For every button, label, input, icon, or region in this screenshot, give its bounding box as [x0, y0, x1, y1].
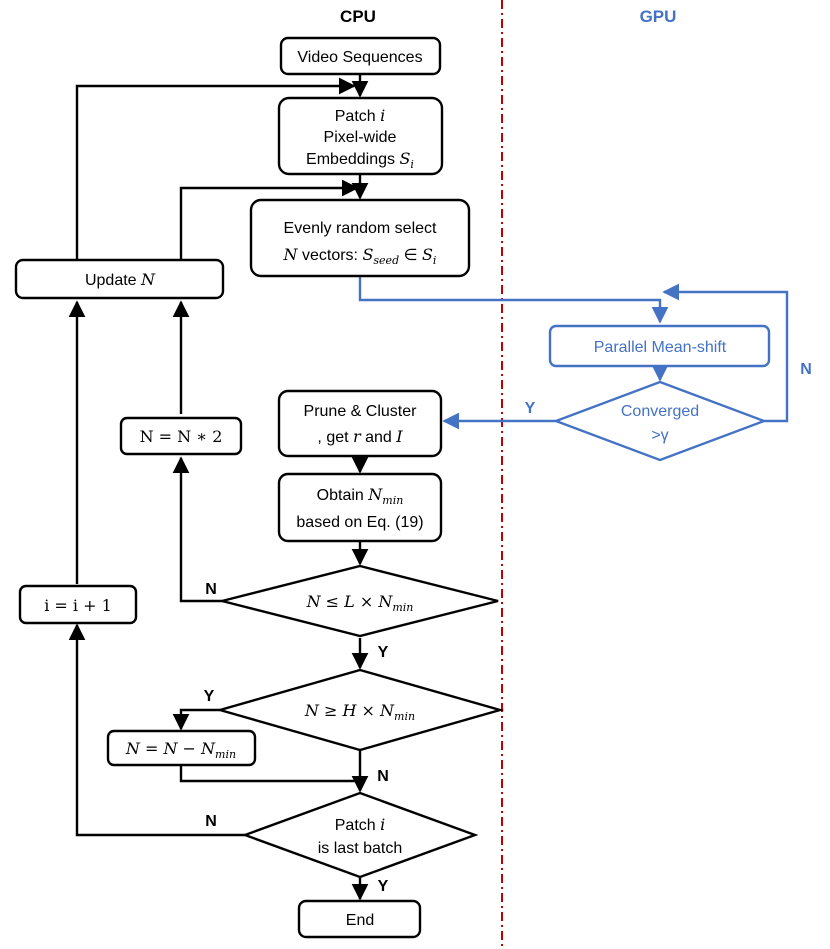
svg-text:Patch i: Patch i — [335, 815, 385, 834]
edge-reduce-merge — [179, 765, 357, 783]
edge-condl-double — [172, 456, 222, 603]
node-update-n: Update N — [14, 258, 225, 300]
node-condition-upper: N ≥ H × Nmin — [215, 668, 505, 752]
node-condition-lower: N ≤ L × Nmin — [221, 564, 499, 638]
edge-select-meanshift — [358, 276, 669, 324]
svg-text:N = N − Nmin: N = N − Nmin — [125, 739, 236, 761]
svg-text:End: End — [346, 912, 374, 929]
svg-text:Converged: Converged — [621, 403, 699, 420]
svg-text:Embeddings Si: Embeddings Si — [306, 149, 414, 171]
node-random-select: Evenly random select N vectors: Sseed ∈ … — [249, 198, 471, 278]
svg-text:i = i + 1: i = i + 1 — [44, 596, 112, 615]
node-patch-embeddings: Patch i Pixel-wide Embeddings Si — [277, 96, 444, 176]
svg-text:N ≤ L × Nmin: N ≤ L × Nmin — [306, 592, 414, 614]
svg-text:Parallel Mean-shift: Parallel Mean-shift — [594, 339, 727, 356]
svg-text:based on Eq. (19): based on Eq. (19) — [296, 514, 423, 531]
cpu-header: CPU — [340, 7, 376, 26]
node-double-n: N = N ∗ 2 — [119, 416, 243, 456]
svg-text:N ≥ H × Nmin: N ≥ H × Nmin — [304, 701, 415, 723]
svg-text:is last batch: is last batch — [318, 840, 402, 857]
edge-update-patch — [75, 77, 356, 260]
node-parallel-meanshift: Parallel Mean-shift — [548, 324, 771, 368]
svg-text:Prune & Cluster: Prune & Cluster — [304, 403, 418, 420]
svg-text:Obtain Nmin: Obtain Nmin — [317, 485, 404, 507]
label-condh-yes: Y — [204, 688, 215, 705]
label-condl-no: N — [205, 581, 217, 598]
edge-converged-loop — [662, 283, 789, 423]
svg-text:Pixel-wide: Pixel-wide — [324, 129, 397, 146]
edge-update-select — [179, 179, 359, 260]
node-end: End — [297, 899, 422, 939]
svg-text:Evenly random select: Evenly random select — [284, 220, 438, 237]
label-last-yes: Y — [378, 878, 389, 895]
svg-text:, get r and I: , get r and I — [317, 427, 403, 446]
node-increment-i: i = i + 1 — [18, 584, 138, 625]
svg-text:>γ: >γ — [651, 427, 668, 444]
svg-text:Video Sequences: Video Sequences — [297, 49, 422, 66]
svg-text:Update N: Update N — [85, 270, 156, 289]
gpu-header: GPU — [640, 7, 677, 26]
label-converged-yes: Y — [525, 400, 536, 417]
node-last-batch-decision: Patch i is last batch — [241, 791, 479, 879]
label-condh-no: N — [377, 768, 389, 785]
label-condl-yes: Y — [378, 644, 389, 661]
svg-text:Patch i: Patch i — [335, 106, 386, 125]
node-video-sequences: Video Sequences — [279, 36, 442, 76]
label-last-no: N — [205, 813, 217, 830]
svg-text:N = N ∗ 2: N = N ∗ 2 — [140, 427, 223, 446]
edge-last-incr — [68, 623, 245, 837]
node-reduce-n: N = N − Nmin — [106, 729, 257, 767]
label-converged-no: N — [800, 361, 812, 378]
edge-condh-reduce — [172, 708, 220, 731]
node-prune-cluster: Prune & Cluster , get r and I — [277, 389, 443, 458]
node-converged-decision: Converged >γ — [552, 380, 768, 462]
node-obtain-nmin: Obtain Nmin based on Eq. (19) — [277, 472, 443, 543]
svg-text:N vectors: Sseed ∈ Si: N vectors: Sseed ∈ Si — [283, 245, 437, 267]
